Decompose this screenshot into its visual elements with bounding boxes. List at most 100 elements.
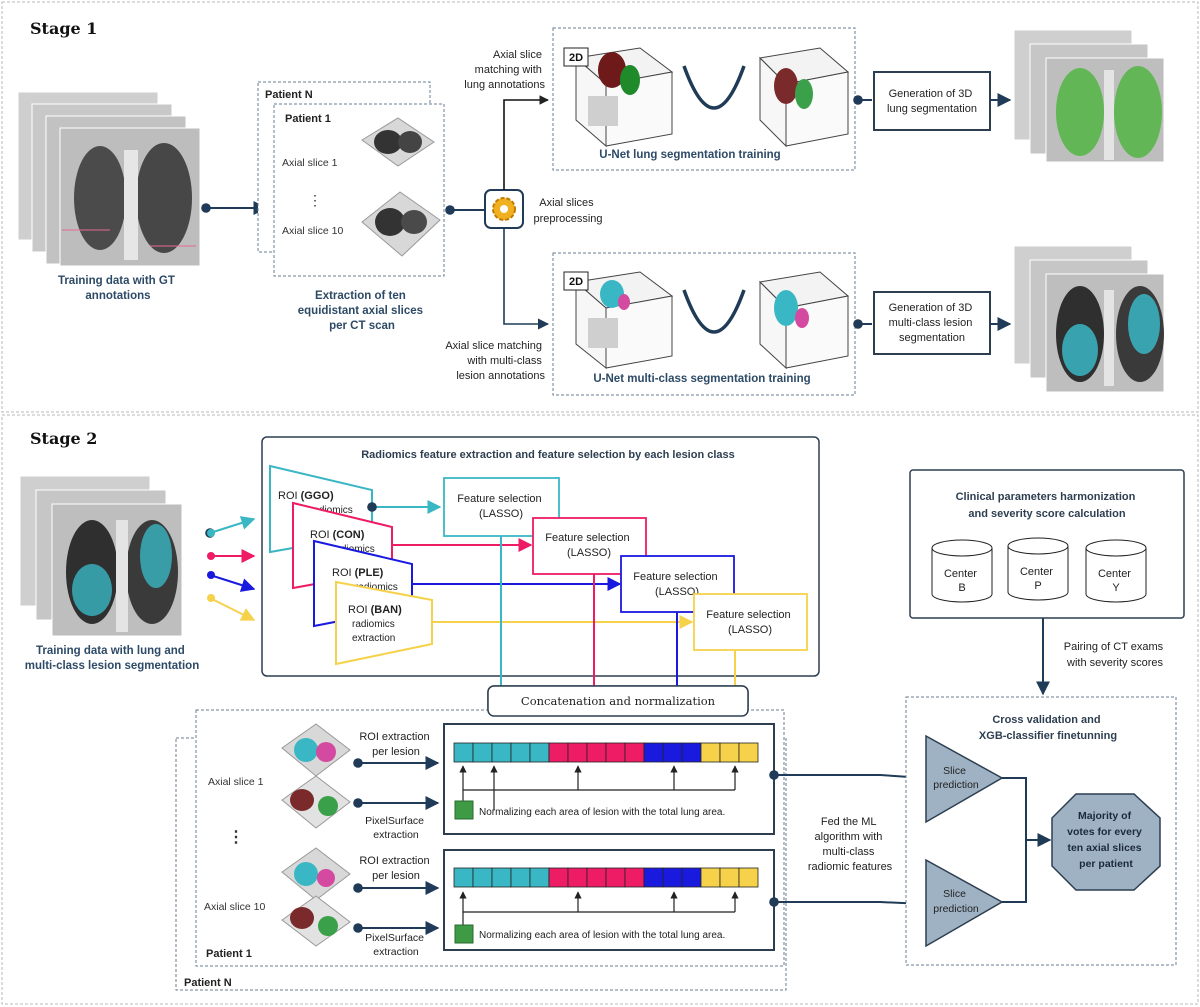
- feature-cell: [491, 742, 512, 763]
- label-line: matching with: [475, 64, 542, 76]
- ct-stack-training-image: [17, 91, 201, 267]
- lesion-training-title: U-Net multi-class segmentation training: [593, 373, 810, 385]
- axial-slice-10-label-stage2: Axial slice 10: [204, 901, 265, 913]
- connector-ggo: [205, 516, 256, 538]
- ellipsis-stage2: ⋮: [228, 829, 244, 846]
- label-line: Feature selection: [545, 532, 629, 544]
- cross-validation-title: Cross validation and XGB-classifier fine…: [979, 714, 1117, 742]
- connector-ban: [209, 597, 256, 621]
- connector-ple: [209, 574, 256, 592]
- label-line: votes for every: [1067, 826, 1142, 838]
- label-line: multi-class lesion: [889, 317, 973, 329]
- training-caption-stage2: Training data with lung and multi-class …: [25, 645, 199, 672]
- axial-slice-10-segmented-image: [281, 847, 351, 947]
- label-line: and severity score calculation: [968, 508, 1125, 520]
- majority-vote-node: [1051, 793, 1161, 891]
- patient-n-label-stage2: Patient N: [184, 977, 232, 989]
- feature-cell: [643, 742, 664, 763]
- lesion-matching-label: Axial slice matching with multi-class le…: [445, 340, 545, 382]
- feature-vector-panel-1: [443, 723, 775, 835]
- feature-cell: [662, 867, 683, 888]
- label-line: extraction: [373, 829, 419, 841]
- fs-ple-label: Feature selection (LASSO): [633, 571, 720, 598]
- roi-ple-label: ROI (PLE): [332, 567, 384, 579]
- gen-lesion-label: Generation of 3D multi-class lesion segm…: [889, 302, 976, 344]
- fed-label: Fed the ML algorithm with multi-class ra…: [808, 816, 893, 873]
- center-p-label: Center P: [1020, 566, 1056, 592]
- arrow-vector10-to-prediction: [769, 896, 926, 911]
- center-b-label: Center B: [944, 568, 980, 594]
- slice-prediction-node-10: [925, 858, 1004, 948]
- database-icon-center-b: [931, 539, 993, 603]
- label-line: per lesion: [372, 870, 420, 882]
- label-line: Pairing of CT exams: [1064, 641, 1164, 653]
- label-line: PixelSurface: [365, 932, 424, 944]
- feature-cell: [548, 742, 569, 763]
- label-line: Center: [1020, 566, 1053, 578]
- stage1-title: Stage 1: [30, 19, 97, 38]
- extraction-caption: Extraction of ten equidistant axial slic…: [298, 290, 426, 332]
- gear-icon: [484, 189, 524, 229]
- fs-ban-label: Feature selection (LASSO): [706, 609, 793, 636]
- unet-shape-lung: [682, 65, 746, 110]
- roi-extraction-label-1: ROI extraction per lesion: [359, 731, 432, 758]
- center-y-label: Center Y: [1098, 568, 1134, 594]
- label-line: Slice: [943, 888, 966, 900]
- feature-cell: [738, 742, 759, 763]
- label-line: segmentation: [899, 332, 965, 344]
- label-line: (LASSO): [655, 586, 699, 598]
- feature-cell: [605, 867, 626, 888]
- label-line: Feature selection: [706, 609, 790, 621]
- caption-line: multi-class lesion segmentation: [25, 660, 199, 672]
- label-line: Generation of 3D: [889, 88, 973, 100]
- label-line: Axial slices: [539, 197, 594, 209]
- feature-cell: [472, 742, 493, 763]
- database-icon-center-y: [1085, 539, 1147, 603]
- feature-cell: [700, 867, 721, 888]
- label-line: lung segmentation: [887, 103, 977, 115]
- label-line: Y: [1112, 582, 1120, 594]
- roi-ggo-sub: radiomics: [310, 505, 353, 516]
- roi-con-label: ROI (CON): [310, 529, 365, 541]
- label-line: ten axial slices: [1067, 842, 1141, 854]
- feature-cell: [719, 742, 740, 763]
- gen-lung-label: Generation of 3D lung segmentation: [887, 88, 977, 115]
- label-line: B: [958, 582, 965, 594]
- label-line: ROI extraction: [359, 731, 429, 743]
- feature-cell: [529, 867, 550, 888]
- concatenation-box-front: [487, 685, 749, 717]
- slice-prediction-node-1: [925, 734, 1004, 824]
- label-line: ROI extraction: [359, 855, 429, 867]
- arrow-vector1-to-prediction: [769, 770, 926, 785]
- label-line: with severity scores: [1066, 657, 1163, 669]
- feature-cell: [548, 867, 569, 888]
- lung-segmentation-output-image: [1013, 29, 1165, 163]
- caption-line: Training data with lung and: [36, 645, 185, 657]
- label-line: (LASSO): [728, 624, 772, 636]
- preprocessing-label: Axial slices preprocessing: [533, 197, 602, 225]
- ct-stack-segmented-image: [19, 475, 183, 637]
- label-line: Cross validation and: [992, 714, 1100, 726]
- feature-cell: [719, 867, 740, 888]
- label-line: Clinical parameters harmonization: [956, 491, 1136, 503]
- branch-to-lung-training: [503, 95, 549, 190]
- label-line: prediction: [933, 903, 979, 915]
- label-line: per patient: [1079, 858, 1133, 870]
- lung-matching-label: Axial slice matching with lung annotatio…: [464, 49, 545, 91]
- pixelsurface-label-1: PixelSurface extraction: [365, 815, 427, 841]
- tag-2d: [563, 271, 589, 291]
- label-line: Generation of 3D: [889, 302, 973, 314]
- axial-slice-10-label: Axial slice 10: [282, 225, 343, 237]
- feature-cell: [510, 742, 531, 763]
- axial-slice-1-label: Axial slice 1: [282, 157, 338, 169]
- axial-slice-1-image: [361, 117, 435, 167]
- label-line: Axial slice matching: [445, 340, 542, 352]
- label-line: per lesion: [372, 746, 420, 758]
- branch-to-lesion-training: [503, 228, 550, 330]
- training-caption-stage1: Training data with GT annotations: [58, 275, 178, 302]
- input-cube-lesion: [574, 271, 674, 370]
- ellipsis: ⋮: [308, 192, 322, 208]
- feature-cell: [567, 742, 588, 763]
- tag-2d: [563, 47, 589, 67]
- roi-ban-sub: radiomics: [352, 619, 395, 630]
